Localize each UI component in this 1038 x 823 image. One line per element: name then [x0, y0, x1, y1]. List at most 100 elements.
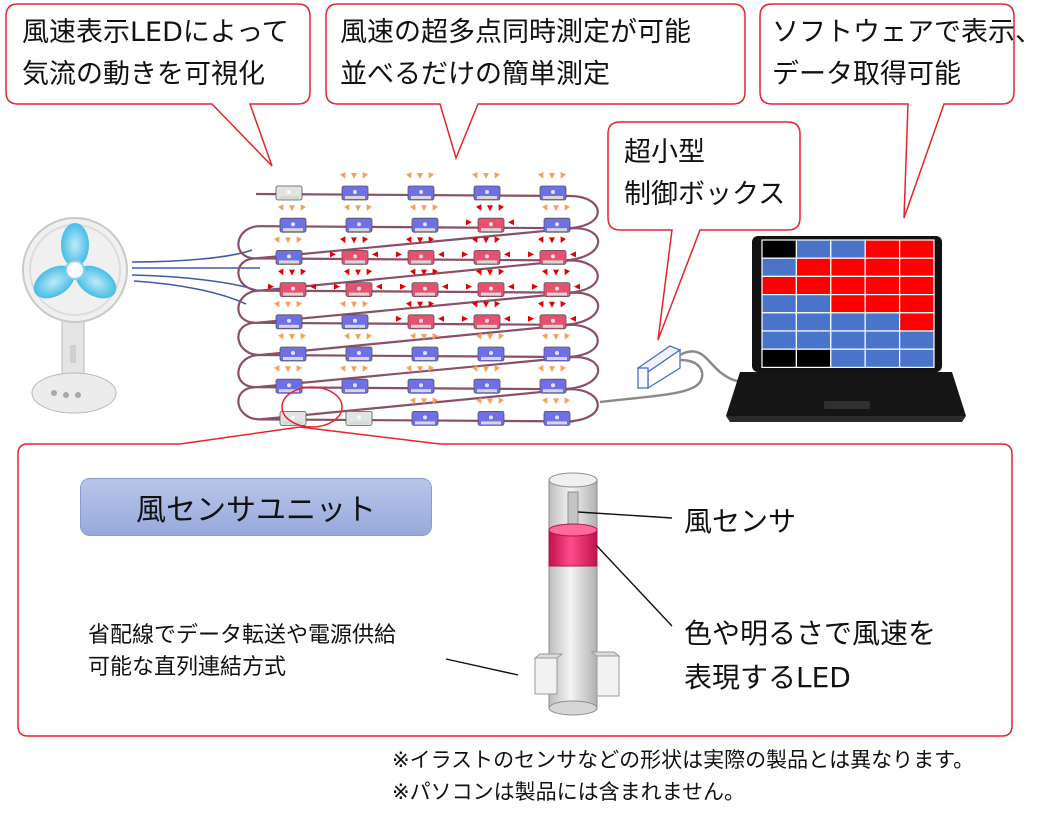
sensor-unit	[400, 268, 448, 298]
led-ray	[564, 268, 570, 276]
leader-lines	[445, 511, 673, 676]
led-ray	[564, 397, 570, 405]
led-ray	[428, 236, 434, 244]
led-ray	[472, 300, 478, 308]
led-ray	[487, 205, 493, 212]
sensor-unit-title: 風センサユニット	[80, 478, 432, 536]
led-ray	[396, 315, 402, 322]
led-ray	[410, 204, 416, 211]
sensor-unit	[472, 172, 501, 201]
sensor-network	[237, 172, 600, 426]
screen-cell	[864, 275, 901, 296]
led-ray	[538, 236, 544, 244]
sensor-unit	[340, 365, 369, 394]
control-box	[599, 345, 753, 404]
sensor-unit	[538, 365, 567, 394]
led-ray	[438, 251, 444, 258]
screen-cell	[864, 294, 901, 314]
led-ray	[417, 173, 423, 179]
screen-cell	[761, 348, 798, 369]
led-ray	[483, 366, 489, 373]
led-ray	[366, 268, 372, 276]
screen-cell	[898, 312, 935, 332]
screen-cell	[898, 257, 935, 278]
sensor-unit	[406, 172, 435, 201]
led-ray	[274, 365, 280, 372]
led-ray	[362, 236, 368, 244]
sensor-unit	[466, 204, 514, 233]
sensor-unit	[275, 185, 303, 201]
led-ray	[472, 365, 478, 372]
led-ray	[560, 300, 566, 308]
screen-cell	[898, 239, 935, 259]
led-ray	[504, 315, 510, 322]
sensor-unit	[410, 333, 439, 362]
sensor-unit	[462, 236, 510, 265]
led-ray	[417, 301, 423, 308]
led-ray	[494, 236, 500, 244]
screen-cell	[864, 239, 901, 259]
sensor-unit	[542, 333, 571, 362]
sensor-unit	[278, 333, 307, 362]
led-ray	[476, 333, 482, 340]
led-ray	[508, 283, 514, 290]
led-ray	[476, 268, 482, 276]
led-ray	[504, 251, 510, 258]
led-ray	[542, 204, 548, 211]
sensor-unit	[528, 300, 576, 330]
laptop	[726, 236, 966, 422]
screen-cell	[830, 348, 866, 369]
led-ray	[289, 269, 295, 276]
screen-cell	[898, 275, 935, 296]
led-ray	[300, 268, 306, 276]
led-ray	[494, 300, 500, 308]
sensor-unit	[340, 172, 369, 201]
zoom-indicator	[17, 386, 1013, 737]
screen-cell	[795, 348, 832, 369]
led-ray	[355, 205, 361, 212]
led-ray	[310, 283, 316, 290]
led-ray	[570, 315, 576, 322]
led-ray	[560, 172, 566, 179]
led-ray	[432, 333, 438, 340]
sensor-unit	[340, 300, 369, 330]
led-ray	[570, 251, 576, 258]
sensor-unit	[542, 204, 571, 233]
led-ray	[421, 205, 427, 212]
led-ray	[466, 283, 472, 290]
screen-cell	[795, 239, 832, 259]
sensor-unit	[462, 300, 510, 330]
led-ray	[498, 397, 504, 405]
screen-cell	[761, 294, 798, 314]
led-ray	[289, 205, 295, 212]
led-ray	[296, 300, 302, 308]
led-ray	[376, 283, 382, 290]
led-ray	[538, 300, 544, 308]
screen-cell	[830, 312, 866, 332]
screen-cell	[830, 275, 866, 296]
callout-software-text: ソフトウェアで表示、 データ取得可能	[772, 17, 1038, 90]
callout-multipoint	[325, 3, 746, 161]
led-ray	[362, 172, 368, 179]
led-ray	[421, 269, 427, 276]
led-ray	[289, 334, 295, 340]
led-ray	[428, 172, 434, 179]
led-ray	[340, 300, 346, 308]
sensor-unit	[278, 204, 307, 233]
led-ray	[532, 283, 538, 290]
led-ray	[549, 301, 555, 308]
led-ray	[285, 366, 291, 373]
led-ray	[542, 268, 548, 276]
led-ray	[553, 334, 559, 340]
led-ray	[355, 334, 361, 340]
screen-cell	[795, 330, 832, 350]
led-ray	[421, 334, 427, 340]
sensor-unit	[274, 236, 303, 265]
callout-software	[759, 3, 1015, 219]
sensor-unit	[542, 397, 571, 426]
screen-cell	[898, 294, 935, 314]
led-ray	[274, 300, 280, 308]
disclaimer-note-2: ※パソコンは製品には含まれません。	[392, 780, 745, 804]
sensor-unit	[334, 268, 382, 298]
